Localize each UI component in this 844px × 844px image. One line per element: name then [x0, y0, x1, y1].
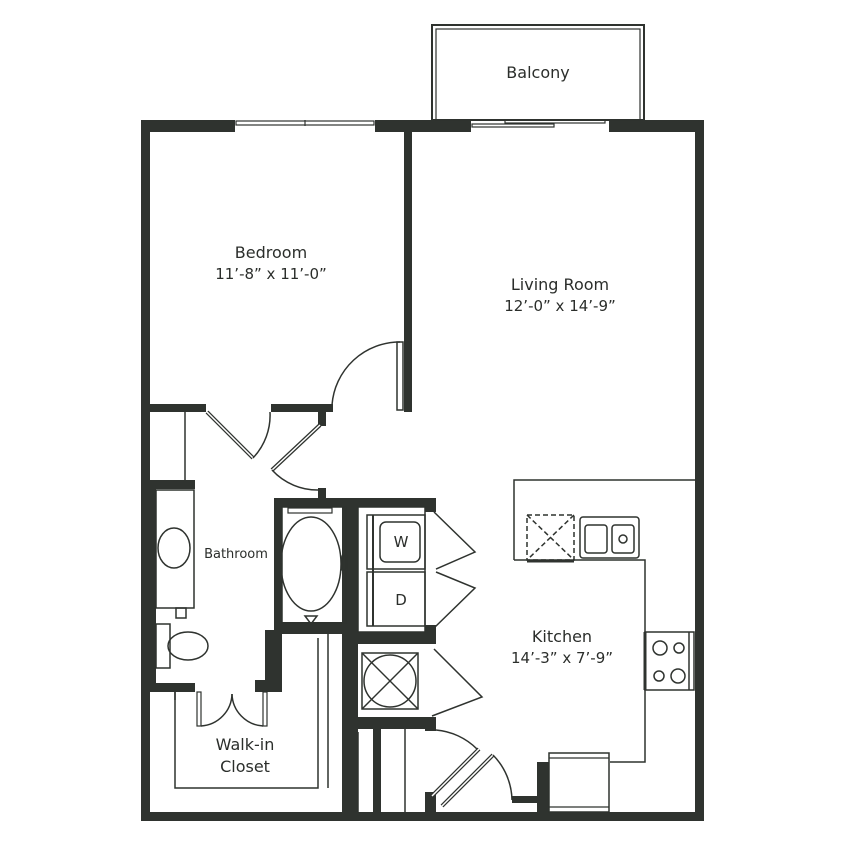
room-name: Bathroom — [204, 547, 268, 562]
wall-laundry-left — [342, 498, 358, 818]
wall-stub-2 — [318, 488, 326, 500]
refrigerator — [548, 752, 610, 813]
laundry-door-bottom — [433, 571, 477, 629]
wall-top-left — [141, 120, 235, 132]
wall-bedroom-living — [404, 130, 412, 412]
wall-laundry-top — [342, 498, 436, 507]
room-label-balcony: Balcony — [506, 62, 569, 84]
burner-icon — [653, 670, 665, 682]
laundry-door-top — [433, 511, 477, 570]
wall-entry-stub — [512, 796, 542, 803]
tub-basin-icon — [280, 516, 342, 612]
wall-bath-left-thick — [150, 480, 156, 690]
toilet-icon — [167, 631, 209, 661]
wall-bath-bottom-right — [255, 680, 275, 692]
wall-tub-left — [274, 498, 282, 638]
room-name-line2: Closet — [220, 757, 270, 777]
dryer — [366, 571, 426, 627]
wall-bath-bottom-left — [148, 683, 195, 692]
wall-mech-bottom — [350, 717, 436, 729]
wall-laundry-door-jamb-top — [425, 498, 436, 512]
wall-tub-bottom — [274, 622, 354, 634]
wall-entry-jamb — [425, 792, 436, 816]
bathtub — [281, 506, 347, 624]
wall-bedroom-bottom-right — [271, 404, 333, 412]
bedroom-door-swing — [331, 341, 401, 406]
balcony-slider — [504, 119, 606, 124]
wall-bottom — [141, 812, 704, 821]
room-name: Bedroom — [234, 243, 308, 262]
kitchen-counter-top — [513, 479, 696, 560]
wall-bath-right-step — [265, 630, 282, 692]
mech-door — [431, 648, 484, 717]
dryer-label: D — [395, 591, 407, 609]
wall-tub-top — [274, 498, 354, 507]
closet-rod — [174, 638, 319, 789]
fixtures — [155, 24, 696, 813]
washer-label: W — [393, 533, 409, 551]
washer — [366, 514, 426, 570]
room-dimensions: 12’-0” x 14’-9” — [504, 297, 616, 316]
wall-top-middle — [375, 120, 471, 132]
wall-mech-jamb — [425, 717, 436, 731]
wall-entry-right — [537, 762, 549, 812]
toilet-tank — [155, 623, 171, 669]
burner-icon — [673, 642, 685, 654]
wall-top-right — [609, 120, 704, 132]
water-heater — [361, 652, 419, 710]
room-dimensions: 14’-3” x 7’-9” — [510, 649, 614, 668]
sink-icon — [157, 527, 191, 569]
bedroom-door-leaf — [396, 341, 404, 411]
room-dimensions: 11’-8” x 11’-0” — [215, 265, 327, 284]
range — [644, 631, 695, 691]
burner-icon — [652, 640, 668, 656]
room-label-kitchen: Kitchen 14’-3” x 7’-9” — [511, 626, 613, 669]
room-name: Walk-in — [215, 735, 275, 754]
room-name: Living Room — [510, 275, 610, 294]
wall-left — [141, 120, 150, 820]
room-label-walk-in-closet: Walk-in Closet — [216, 734, 275, 779]
room-label-living-room: Living Room 12’-0” x 14’-9” — [504, 274, 616, 317]
wall-vanity-top — [148, 480, 195, 489]
burner-icon — [670, 668, 686, 684]
wall-closet-divider — [373, 725, 381, 817]
room-label-bathroom: Bathroom — [204, 546, 268, 564]
wall-right — [695, 120, 704, 820]
wall-mech-top — [350, 632, 436, 644]
room-label-bedroom: Bedroom 11’-8” x 11’-0” — [215, 242, 327, 285]
walls — [141, 120, 704, 821]
kitchen-sink — [579, 516, 640, 559]
room-name: Kitchen — [531, 627, 593, 646]
room-name: Balcony — [506, 63, 570, 82]
wall-stub — [318, 410, 326, 426]
vanity — [155, 489, 195, 609]
wall-bedroom-bottom-left — [148, 404, 206, 412]
